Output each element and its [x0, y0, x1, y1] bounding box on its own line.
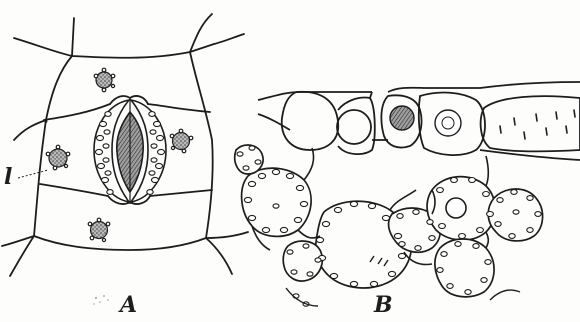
cell-wall-right [190, 52, 213, 238]
leader-label: l [4, 164, 12, 190]
nucleus-right [170, 129, 193, 153]
nucleus-bottom [88, 218, 110, 241]
panel-b-epidermis [258, 82, 580, 160]
mesophyll-cell-bottom-right [435, 239, 494, 297]
nucleus-top [94, 68, 115, 92]
panel-b-label: B [373, 292, 393, 318]
cell-wall-left-branch [14, 120, 46, 140]
leader-line [18, 170, 48, 178]
cell-wall-bottom [2, 232, 248, 276]
nucleus-left [46, 145, 70, 170]
epidermis-cell-1 [282, 92, 338, 150]
cell-wall-left [34, 56, 72, 236]
cell-wall-top-left [14, 14, 244, 58]
panel-a-label: A [118, 292, 137, 318]
epidermis-cell-5 [481, 96, 580, 151]
panel-b-nuclei [390, 106, 461, 136]
dark-nucleus [390, 106, 414, 130]
epidermis-cell-2 [337, 110, 371, 144]
speckle [93, 295, 108, 305]
cell-5-granules [500, 110, 575, 139]
